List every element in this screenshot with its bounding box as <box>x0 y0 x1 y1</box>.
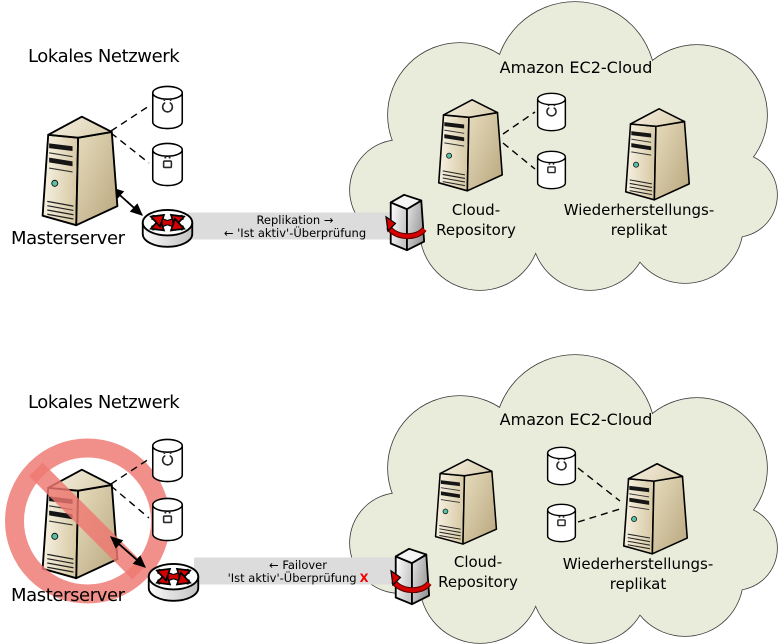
recovery-replica-icon-bottom <box>622 462 689 555</box>
cloud-db-lock-bottom <box>546 503 577 543</box>
cloud-repository-icon-bottom <box>434 458 498 545</box>
panel-top-graphics <box>41 1 778 291</box>
repository-label-bottom: Cloud- Repository <box>423 552 533 592</box>
masterserver-icon-top <box>41 115 119 227</box>
connectors-top <box>110 105 536 170</box>
recovery-replica-icon-top <box>624 107 691 201</box>
local-db-sync-top <box>151 85 184 130</box>
cloud-repository-icon-top <box>437 98 504 192</box>
replication-direction-label: Replikation → <box>256 213 334 227</box>
masterserver-label-top: Masterserver <box>11 228 125 249</box>
replica-label-line1: Wiederherstellungs- <box>562 555 714 573</box>
heartbeat-check-text: 'Ist aktiv'-Überprüfung <box>227 571 357 585</box>
replica-label-line1: Wiederherstellungs- <box>563 201 715 219</box>
replica-label-line2: replikat <box>609 575 667 593</box>
link-band-text-top: Replikation → ← 'Ist aktiv'-Überprüfung <box>188 214 402 240</box>
master-router-arrow-bottom <box>110 536 146 568</box>
local-network-label-top: Lokales Netzwerk <box>28 46 180 67</box>
local-network-label-bottom: Lokales Netzwerk <box>28 392 180 413</box>
router-icon-top <box>143 210 193 247</box>
cloud-title-bottom: Amazon EC2-Cloud <box>499 410 653 429</box>
failover-direction-label: ← Failover <box>269 558 327 572</box>
repository-label-line1: Cloud- <box>453 553 503 571</box>
connectors-bottom <box>110 458 621 523</box>
masterserver-label-bottom: Masterserver <box>11 585 125 606</box>
panel-bottom-graphics <box>5 354 778 644</box>
local-db-sync-bottom <box>151 438 184 483</box>
cloud-db-sync-top <box>536 92 567 132</box>
link-band-top <box>188 212 402 240</box>
router-icon-bottom <box>149 564 199 601</box>
cloud-db-lock-top <box>536 150 567 190</box>
heartbeat-failed-mark: X <box>359 571 369 585</box>
replica-label-top: Wiederherstellungs- replikat <box>558 200 720 240</box>
repository-label-line1: Cloud- <box>451 201 501 219</box>
repository-label-line2: Repository <box>436 221 516 239</box>
replica-label-bottom: Wiederherstellungs- replikat <box>556 554 720 594</box>
repository-label-line2: Repository <box>438 573 518 591</box>
repository-label-top: Cloud- Repository <box>421 200 531 240</box>
cloud-db-sync-bottom <box>546 446 577 486</box>
cloud-title-top: Amazon EC2-Cloud <box>499 58 653 77</box>
local-db-lock-bottom <box>151 497 184 542</box>
heartbeat-check-label-top: ← 'Ist aktiv'-Überprüfung <box>223 226 367 240</box>
replica-label-line2: replikat <box>610 221 668 239</box>
local-db-lock-top <box>151 142 184 187</box>
link-band-bottom <box>194 557 402 585</box>
